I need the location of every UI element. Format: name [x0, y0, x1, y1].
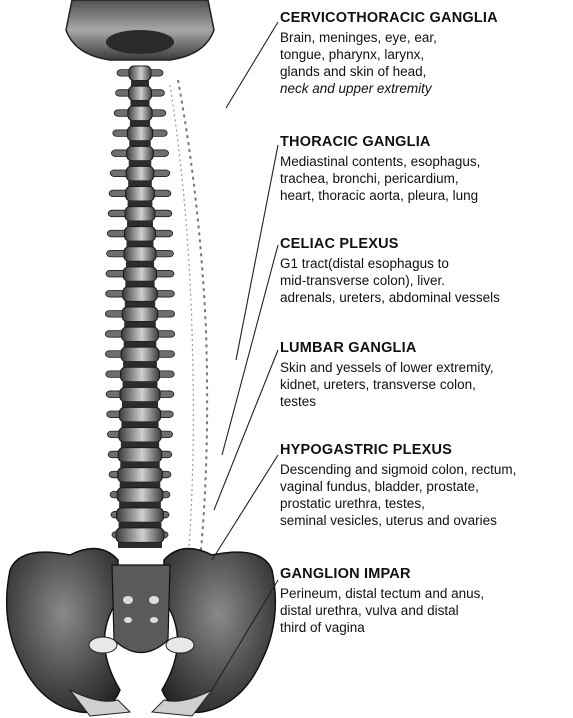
section-line: trachea, bronchi, pericardium, [280, 170, 570, 187]
vertebra [117, 508, 164, 522]
label-ganglion-impar: GANGLION IMPAR Perineum, distal tectum a… [280, 566, 570, 636]
section-line: prostatic urethra, testes, [280, 495, 570, 512]
pelvis [7, 549, 276, 716]
intervertebral-disc [125, 301, 155, 307]
intervertebral-disc [119, 522, 162, 528]
section-line: mid-transverse colon), liver. [280, 272, 570, 289]
intervertebral-disc [124, 321, 156, 327]
intervertebral-disc [130, 101, 149, 107]
intervertebral-disc [125, 281, 154, 287]
section-line: glands and skin of head, [280, 63, 570, 80]
vertebra [119, 428, 161, 442]
intervertebral-disc [127, 221, 153, 227]
vertebra [124, 227, 155, 241]
section-line: Perineum, distal tectum and anus, [280, 585, 570, 602]
vertebra [123, 267, 156, 281]
vertebra [118, 448, 161, 462]
vertebra [118, 468, 163, 482]
section-title: CERVICOTHORACIC GANGLIA [280, 10, 570, 27]
section-line: Mediastinal contents, esophagus, [280, 153, 570, 170]
section-line: distal urethra, vulva and distal [280, 602, 570, 619]
vertebra [127, 146, 154, 160]
vertebra [126, 187, 155, 201]
intervertebral-disc [121, 422, 158, 428]
intervertebral-disc [128, 181, 152, 187]
vertebra [124, 247, 156, 261]
label-thoracic-ganglia: THORACIC GANGLIA Mediastinal contents, e… [280, 134, 570, 204]
intervertebral-disc [129, 161, 152, 167]
vertebra [122, 307, 158, 321]
vertebra [121, 347, 159, 361]
label-hypogastric-plexus: HYPOGASTRIC PLEXUS Descending and sigmoi… [280, 442, 570, 529]
skull-base [66, 0, 214, 60]
section-line: adrenals, ureters, abdominal vessels [280, 289, 570, 306]
vertebra [116, 528, 164, 542]
vertebra [127, 126, 152, 140]
section-line: neck and upper extremity [280, 80, 570, 97]
section-line: kidnet, ureters, transverse colon, [280, 376, 570, 393]
section-title: HYPOGASTRIC PLEXUS [280, 442, 570, 459]
vertebra [120, 387, 160, 401]
intervertebral-disc [123, 382, 158, 388]
section-title: GANGLION IMPAR [280, 566, 570, 583]
intervertebral-disc [118, 542, 162, 548]
label-cervicothoracic-ganglia: CERVICOTHORACIC GANGLIA Brain, meninges,… [280, 10, 570, 97]
section-line: vaginal fundus, bladder, prostate, [280, 478, 570, 495]
section-line: G1 tract(distal esophagus to [280, 255, 570, 272]
vertebra [128, 106, 152, 120]
vertebra [126, 166, 154, 180]
section-title: LUMBAR GANGLIA [280, 340, 570, 357]
intervertebral-disc [130, 121, 150, 127]
intervertebral-disc [131, 80, 149, 86]
vertebra [129, 66, 151, 80]
vertebra [122, 327, 159, 341]
section-line: testes [280, 393, 570, 410]
intervertebral-disc [121, 442, 159, 448]
intervertebral-disc [122, 402, 158, 408]
section-line: Descending and sigmoid colon, rectum, [280, 461, 570, 478]
vertebra [125, 207, 155, 221]
section-title: CELIAC PLEXUS [280, 236, 570, 253]
vertebra [121, 367, 160, 381]
vertebral-column [105, 66, 174, 548]
vertebra [123, 287, 157, 301]
section-line: seminal vesicles, uterus and ovaries [280, 512, 570, 529]
section-line: Brain, meninges, eye, ear, [280, 29, 570, 46]
intervertebral-disc [120, 462, 159, 468]
intervertebral-disc [124, 342, 157, 348]
section-line: heart, thoracic aorta, pleura, lung [280, 187, 570, 204]
label-celiac-plexus: CELIAC PLEXUS G1 tract(distal esophagus … [280, 236, 570, 306]
intervertebral-disc [120, 482, 161, 488]
label-lumbar-ganglia: LUMBAR GANGLIA Skin and yessels of lower… [280, 340, 570, 410]
section-line: Skin and yessels of lower extremity, [280, 359, 570, 376]
vertebra [128, 86, 151, 100]
intervertebral-disc [126, 261, 154, 267]
vertebra [119, 407, 160, 421]
intervertebral-disc [119, 502, 161, 508]
section-line: third of vagina [280, 619, 570, 636]
intervertebral-disc [126, 241, 153, 247]
intervertebral-disc [123, 362, 157, 368]
intervertebral-disc [129, 141, 150, 147]
vertebra [117, 488, 163, 502]
section-title: THORACIC GANGLIA [280, 134, 570, 151]
section-line: tongue, pharynx, larynx, [280, 46, 570, 63]
intervertebral-disc [128, 201, 153, 207]
